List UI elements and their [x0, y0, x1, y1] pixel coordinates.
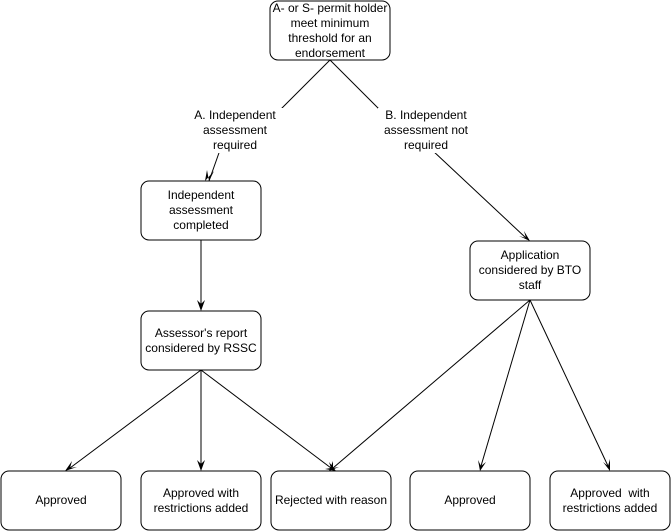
root-node-box — [269, 0, 391, 61]
rejected-node: Rejected with reason — [271, 471, 391, 530]
arrowhead-approved-restrictions-left — [197, 460, 205, 471]
arrowhead-bto — [519, 231, 530, 241]
edge-assessor-to-rejected — [200, 369, 332, 469]
assessor-report-line: considered by RSSC — [145, 340, 257, 355]
approved-restrictions-left-line: restrictions added — [153, 500, 249, 515]
bto-staff-line: considered by BTO — [478, 263, 582, 277]
edge-label-branch-a-line: assessment — [202, 123, 268, 137]
arrowhead-approved-right — [478, 460, 486, 471]
rejected-box — [270, 470, 392, 531]
edge-label-branch-a: A. Independent assessment required — [186, 108, 284, 153]
arrowhead-assessor — [197, 300, 205, 311]
approved-restrictions-right-line: Approved with — [570, 485, 650, 500]
bto-staff-node: Application considered by BTO staff — [470, 241, 590, 300]
arrowhead-approved-restrictions-right — [603, 459, 610, 471]
assessor-report-box — [140, 310, 262, 371]
approved-left-node: Approved — [1, 471, 121, 530]
approved-restrictions-left-line: Approved with — [162, 485, 240, 500]
edge-bto-to-approved-restrictions-right — [529, 299, 609, 467]
edge-bto-to-rejected — [332, 299, 531, 469]
bto-staff-line: staff — [518, 278, 542, 292]
approved-left-box — [0, 470, 122, 531]
edge-root-to-branch-a — [279, 59, 331, 111]
edge-label-branch-b-line: B. Independent — [385, 108, 467, 122]
root-node-line: A- or S- permit holder — [272, 0, 388, 15]
independent-completed-node: Independent assessment completed — [141, 181, 261, 240]
approved-right-line: Approved — [444, 493, 496, 507]
approved-left-line: Approved — [35, 493, 87, 507]
edge-label-branch-b-line: required — [403, 138, 448, 152]
edge-assessor-to-approved-left — [69, 369, 202, 469]
edge-label-branch-b: B. Independent assessment not required — [378, 108, 474, 153]
root-node-line: meet minimum — [290, 15, 370, 30]
edge-bto-to-approved-right — [480, 299, 531, 467]
edge-label-branch-a-line: required — [212, 138, 258, 152]
edge-root-to-branch-b — [329, 59, 381, 111]
rejected-line: Rejected with reason — [274, 493, 388, 507]
approved-restrictions-right-box — [549, 470, 671, 531]
independent-completed-box — [140, 180, 262, 241]
arrowhead — [205, 170, 214, 181]
approved-restrictions-left-node: Approved with restrictions added — [141, 471, 261, 530]
edge-branch-b-to-bto — [431, 149, 527, 239]
root-node-line: endorsement — [294, 45, 366, 60]
bto-staff-line: Application — [500, 248, 560, 262]
root-node: A- or S- permit holder meet minimum thre… — [270, 1, 390, 60]
independent-completed-line: Independent — [167, 188, 235, 202]
arrowhead-rejected-from-bto — [329, 461, 339, 471]
assessor-report-node: Assessor's report considered by RSSC — [141, 311, 261, 370]
approved-restrictions-right-node: Approved with restrictions added — [550, 471, 670, 530]
arrowheads — [65, 231, 610, 471]
approved-restrictions-left-box — [140, 470, 262, 531]
approved-restrictions-right-line: restrictions added — [562, 500, 658, 515]
arrowhead-approved-left — [65, 461, 77, 471]
edge-label-branch-b-line: assessment not — [383, 123, 469, 137]
approved-right-box — [409, 470, 531, 531]
edge-label-branch-a-line: A. Independent — [194, 108, 276, 122]
assessor-report-line: Assessor's report — [154, 325, 248, 340]
independent-completed-line: assessment — [168, 203, 233, 217]
approved-right-node: Approved — [410, 471, 530, 530]
edges — [69, 59, 609, 469]
bto-staff-box — [469, 240, 591, 301]
independent-completed-line: completed — [173, 218, 229, 232]
root-node-line: threshold for an — [288, 30, 372, 45]
